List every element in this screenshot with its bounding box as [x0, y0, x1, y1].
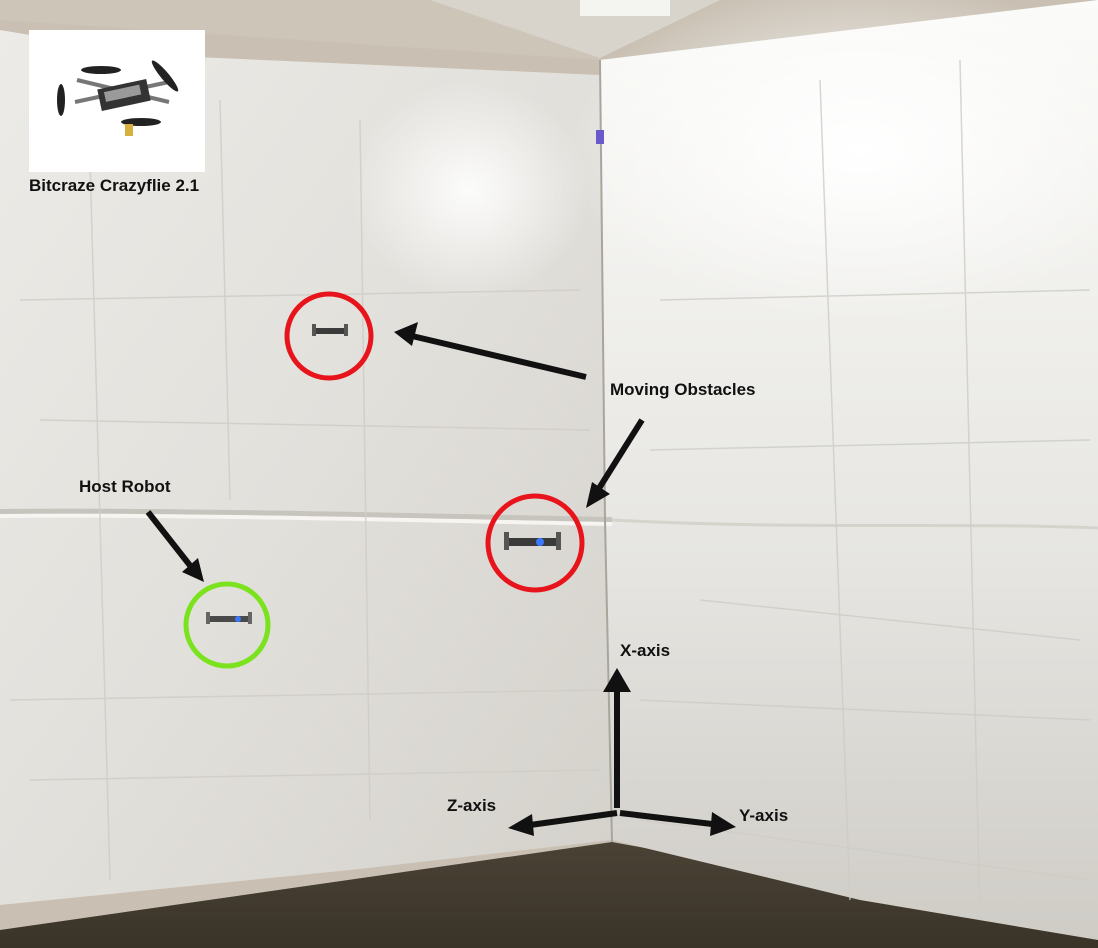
quadcopter-drone-icon — [57, 60, 179, 136]
z-axis-label: Z-axis — [447, 796, 497, 815]
obstacle-circle-1 — [284, 291, 374, 381]
obstacle-drone-1 — [312, 324, 348, 336]
host-robot-label: Host Robot — [79, 477, 171, 496]
crazyflie-inset — [29, 30, 205, 172]
annotation-arrows — [145, 322, 736, 836]
inset-caption: Bitcraze Crazyflie 2.1 — [29, 176, 200, 195]
host-circle — [183, 581, 271, 669]
y-axis-label: Y-axis — [739, 806, 789, 825]
x-axis-label: X-axis — [620, 641, 671, 660]
obstacle-drone-2 — [504, 532, 561, 550]
obstacle-circle-2 — [485, 493, 585, 593]
moving-obstacles-label: Moving Obstacles — [610, 380, 756, 399]
host-drone — [206, 612, 252, 624]
